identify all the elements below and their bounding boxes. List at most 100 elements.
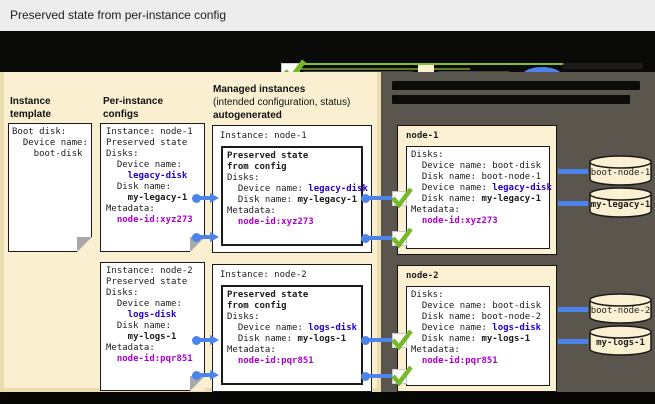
disk-link (558, 201, 588, 206)
cylinder-icon (589, 187, 652, 218)
metadata-value: node-id:xyz273 (411, 216, 498, 226)
disk-cylinder-my-logs-1: my-logs-1 (588, 325, 653, 357)
metadata-value: node-id:pqr851 (106, 354, 193, 364)
connector-line (367, 374, 395, 378)
instance-title: Instance: node-1 (220, 131, 307, 141)
metadata-label: Metadata: (227, 206, 276, 216)
device-name-value: boot-disk (12, 149, 83, 159)
vm-card-node-2: node-2 Disks: Device name: boot-disk Dis… (397, 265, 557, 392)
legend-text-streak (563, 63, 643, 69)
dogear-corner (190, 376, 205, 391)
disk-cylinder-my-legacy-1: my-legacy-1 (588, 187, 653, 219)
vm-state-box: Disks: Device name: boot-disk Disk name:… (406, 146, 552, 249)
dogear-corner (77, 237, 92, 252)
boot-disk-line: Disk name: boot-node-2 (411, 312, 542, 322)
cylinder-icon (589, 293, 652, 324)
connector-dot (361, 234, 370, 243)
disks-label: Disks: (411, 290, 444, 300)
vm-panel-heading-line (392, 95, 630, 104)
device-line: Device name: legacy-disk (227, 184, 368, 194)
metadata-value: node-id:pqr851 (411, 356, 498, 366)
disk-label: Disk name: (106, 321, 172, 331)
applied-check-icon (391, 365, 413, 386)
vm-title: node-2 (406, 271, 439, 281)
header-band: Preserved state from per-instance config (0, 0, 655, 31)
disk-line: Disk name: my-logs-1 (227, 334, 347, 344)
connector-line (367, 338, 395, 342)
connector-line (197, 196, 211, 200)
disk-link (558, 169, 588, 174)
instance-title: Instance: node-2 (220, 270, 307, 280)
device-line: Device name: logs-disk (411, 323, 542, 333)
preserved-state-box: Preserved state from config Disks: Devic… (221, 146, 368, 246)
connector-dot (192, 371, 201, 380)
connector-arrowhead (210, 193, 219, 203)
applied-check-icon (391, 227, 413, 248)
connector-arrowhead (210, 370, 219, 380)
vm-panel-heading-line (392, 81, 640, 90)
connector-dot (361, 372, 370, 381)
disks-label: Disks: (411, 150, 444, 160)
device-value: logs-disk (106, 310, 177, 320)
per-instance-config-node-1: Instance: node-1 Preserved state Disks: … (100, 123, 205, 252)
applied-check-icon (391, 329, 413, 350)
preserved-state-box: Preserved state from config Disks: Devic… (221, 285, 363, 385)
metadata-label: Metadata: (106, 343, 155, 353)
disk-link (558, 307, 588, 312)
device-line: Device name: logs-disk (227, 323, 358, 333)
connector-line (197, 373, 211, 377)
connector-dot (192, 233, 201, 242)
metadata-label: Metadata: (106, 204, 155, 214)
metadata-value: node-id:pqr851 (227, 356, 314, 366)
disk-value: my-legacy-1 (106, 193, 188, 203)
preserved-line: from config (227, 301, 287, 311)
column-header-instance-template: Instance template (10, 96, 52, 120)
managed-instance-node-1: Instance: node-1 Preserved state from co… (212, 125, 372, 253)
boot-device-line: Device name: boot-disk (411, 161, 542, 171)
disk-label: my-logs-1 (596, 338, 645, 348)
vm-title: node-1 (406, 131, 439, 141)
disk-value: my-logs-1 (106, 332, 177, 342)
managed-instance-node-2: Instance: node-2 Preserved state from co… (212, 264, 372, 392)
disk-line: Disk name: my-legacy-1 (227, 195, 358, 205)
disks-label: Disks: (106, 288, 139, 298)
boot-disk-line: Boot disk: (12, 127, 67, 137)
metadata-label: Metadata: (227, 345, 276, 355)
preserved-line: Preserved state (106, 277, 188, 287)
device-label: Device name: (106, 299, 182, 309)
disks-label: Disks: (106, 149, 139, 159)
connector-dot (361, 336, 370, 345)
connector-dot (192, 336, 201, 345)
disk-cylinder-boot-node-2: boot-node-2 (588, 293, 653, 325)
vm-card-node-1: node-1 Disks: Device name: boot-disk Dis… (397, 125, 557, 255)
vm-state-box: Disks: Device name: boot-disk Disk name:… (406, 286, 550, 386)
disk-label: boot-node-1 (590, 168, 651, 178)
device-line: Device name: legacy-disk (411, 183, 552, 193)
disk-label: boot-node-2 (590, 306, 651, 316)
metadata-value: node-id:xyz273 (106, 215, 193, 225)
connector-line (197, 235, 211, 239)
device-name-label: Device name: (12, 138, 88, 148)
cylinder-icon (589, 155, 652, 186)
applied-line-light (300, 63, 580, 65)
connector-line (367, 196, 395, 200)
metadata-label: Metadata: (411, 345, 460, 355)
preserved-line: Preserved state (227, 151, 309, 161)
disk-line: Disk name: my-logs-1 (411, 334, 531, 344)
boot-disk-line: Disk name: boot-node-1 (411, 172, 542, 182)
disk-label: my-legacy-1 (590, 200, 651, 210)
connector-line (367, 236, 395, 240)
legend-band (0, 31, 655, 82)
device-label: Device name: (106, 160, 182, 170)
disk-link (558, 339, 588, 344)
metadata-label: Metadata: (411, 205, 460, 215)
per-instance-config-node-2: Instance: node-2 Preserved state Disks: … (100, 262, 205, 391)
page-title: Preserved state from per-instance config (10, 8, 227, 22)
column-header-managed-instances: Managed instances (intended configuratio… (213, 84, 351, 121)
connector-arrowhead (210, 335, 219, 345)
preserved-line: Preserved state (227, 290, 309, 300)
connector-arrowhead (210, 232, 219, 242)
disk-label: Disk name: (106, 182, 172, 192)
boot-device-line: Device name: boot-disk (411, 301, 542, 311)
bottom-band (0, 392, 655, 404)
